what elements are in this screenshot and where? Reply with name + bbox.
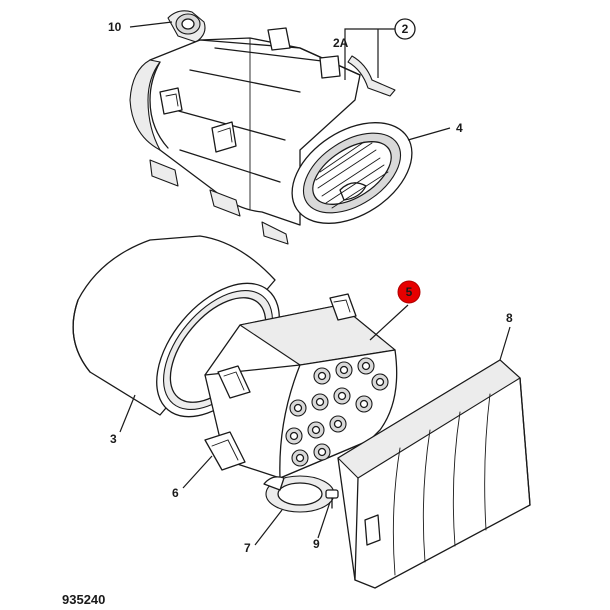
callout-10: 10 xyxy=(108,20,122,34)
callout-3: 3 xyxy=(110,432,117,446)
callout-8: 8 xyxy=(506,311,513,325)
latch-clip xyxy=(329,293,357,321)
housing-foot xyxy=(209,189,241,217)
callout-7: 7 xyxy=(244,541,251,555)
fastener xyxy=(325,489,339,509)
callout-9: 9 xyxy=(313,537,320,551)
housing-clip xyxy=(267,27,291,51)
mounting-strap xyxy=(347,55,396,97)
housing-foot xyxy=(149,159,179,187)
callout-2a: 2A xyxy=(333,36,349,50)
housing-clip xyxy=(319,55,341,79)
end-cover xyxy=(291,122,413,224)
callout-6: 6 xyxy=(172,486,179,500)
cyclone-precleaner xyxy=(204,293,398,479)
inlet-tube xyxy=(167,10,206,43)
callout-2: 2 xyxy=(394,18,416,40)
air-cleaner-housing-assembly xyxy=(129,10,413,245)
figure-number: 935240 xyxy=(62,592,105,607)
callout-4: 4 xyxy=(456,121,463,135)
latch-clip xyxy=(217,365,251,399)
callout-5-label: 5 xyxy=(406,285,413,299)
callout-5: 5 xyxy=(397,280,421,304)
housing-foot xyxy=(261,221,289,245)
housing-clip xyxy=(159,87,183,115)
dust-valve xyxy=(263,475,335,513)
cyclone-tubes xyxy=(285,357,389,467)
callout-2-label: 2 xyxy=(402,22,409,36)
leader-lines xyxy=(119,21,511,546)
dust-cup xyxy=(337,359,531,589)
housing-clip xyxy=(211,121,237,153)
latch xyxy=(204,431,246,471)
